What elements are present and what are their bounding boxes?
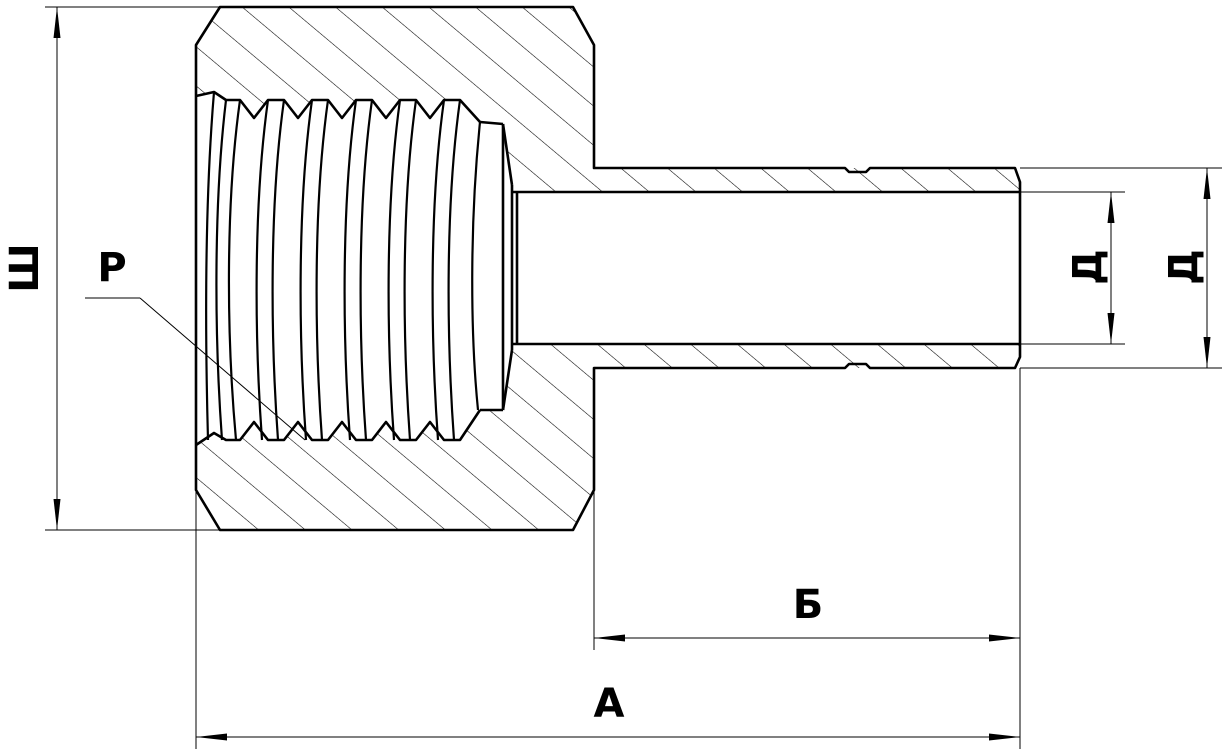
section-body bbox=[196, 7, 1020, 530]
dimension-lines bbox=[45, 6, 1222, 749]
length-b-label: Б bbox=[793, 582, 824, 628]
thread bbox=[195, 90, 482, 447]
inner-diameter-label: Д bbox=[1065, 249, 1111, 285]
length-a-label: А bbox=[594, 681, 625, 727]
thread-label: Р bbox=[97, 245, 126, 291]
width-label: Ш bbox=[2, 243, 48, 292]
part-outline bbox=[194, 5, 1022, 532]
outer-diameter-label: Д bbox=[1161, 249, 1207, 285]
